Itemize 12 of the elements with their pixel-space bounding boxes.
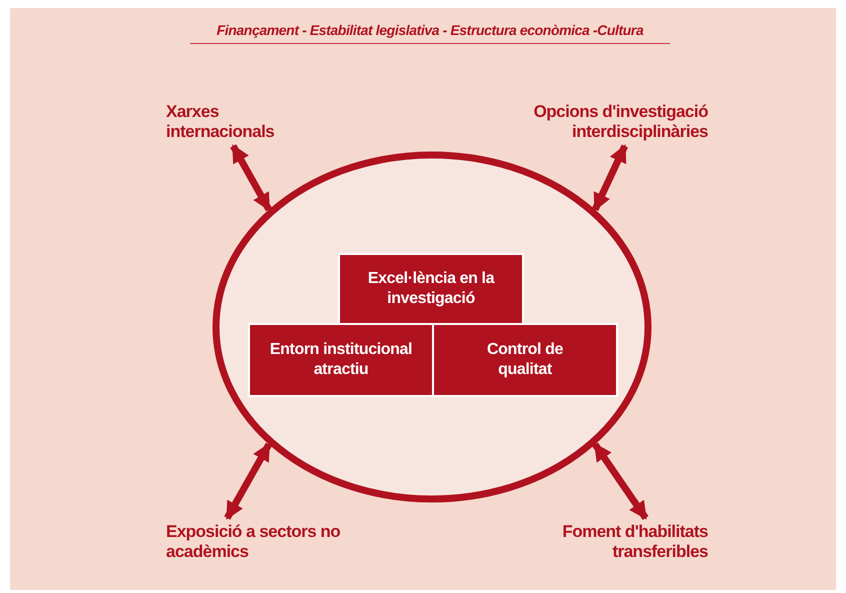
- double-arrow: [224, 442, 272, 520]
- title: Finançament - Estabilitat legislativa - Estructura econòmica -Cultura: [190, 22, 670, 44]
- pillar-box: Control de qualitat: [434, 325, 616, 395]
- factor-label: Exposició a sectors no acadèmics: [166, 522, 346, 562]
- pillar-box: Entorn institucional atractiu: [250, 325, 432, 395]
- factor-label: Opcions d'investigació interdisciplinàries: [500, 102, 708, 142]
- pillar-box: Excel·lència en la investigació: [340, 255, 522, 323]
- factor-label: Foment d'habilitats transferibles: [500, 522, 708, 562]
- double-arrow: [230, 144, 272, 212]
- double-arrow: [592, 144, 628, 212]
- factor-label: Xarxes internacionals: [166, 102, 326, 142]
- double-arrow: [592, 442, 648, 520]
